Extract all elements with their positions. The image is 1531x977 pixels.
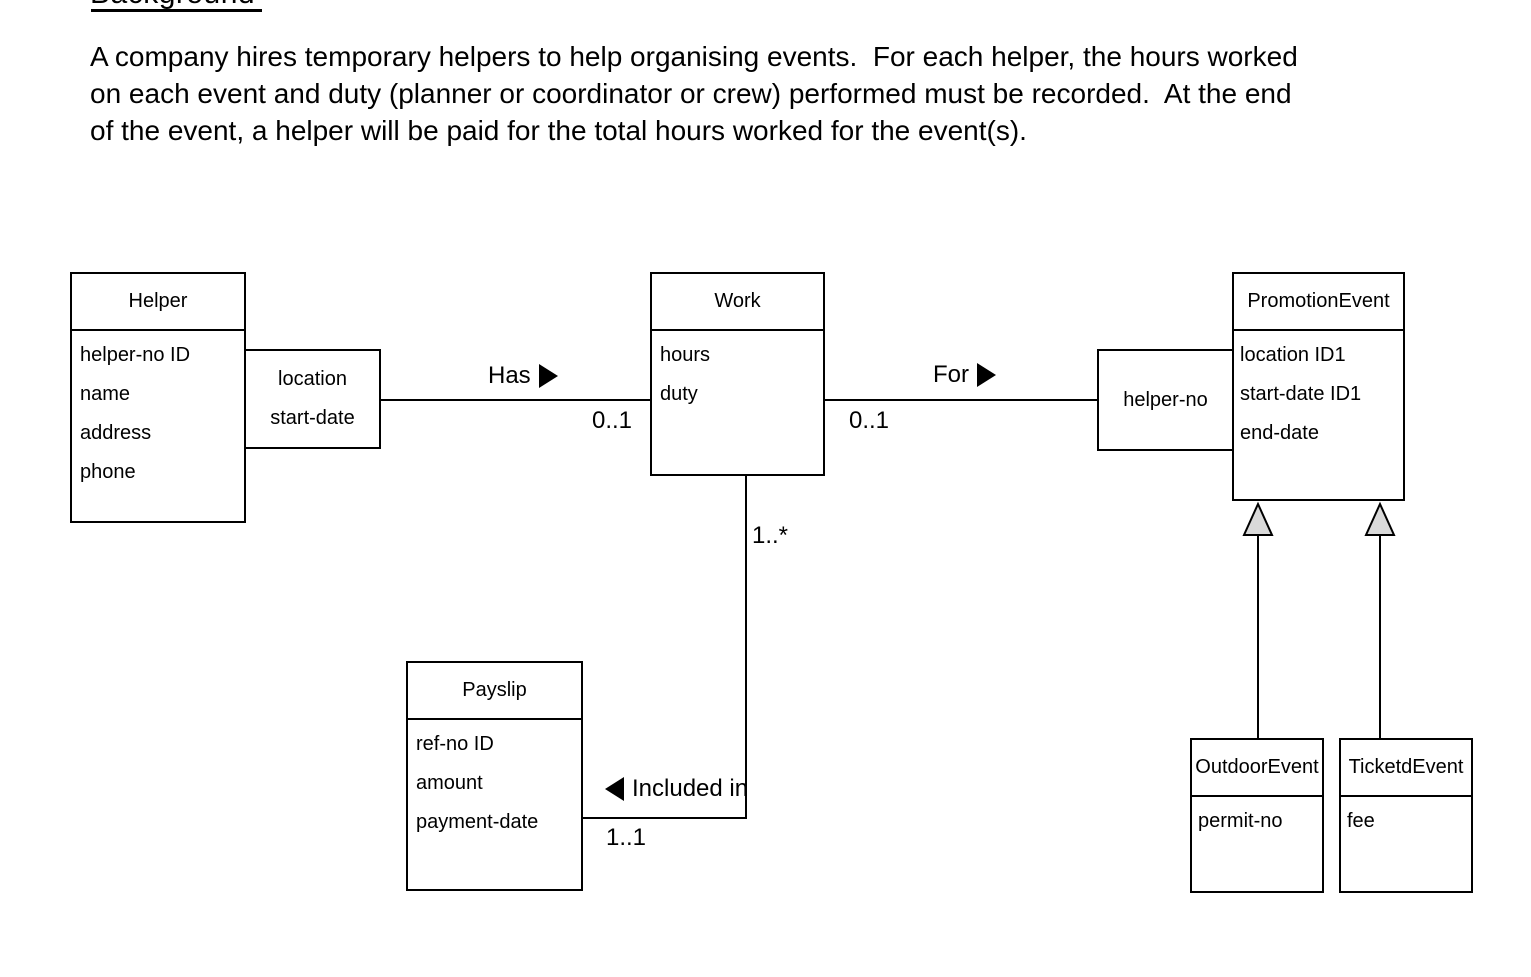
for-association-label: For xyxy=(933,362,996,388)
has-label-text: Has xyxy=(488,362,531,389)
class-promotion-event-title: PromotionEvent xyxy=(1234,274,1403,331)
class-outdoor-event-attributes: permit-no xyxy=(1192,797,1322,841)
attribute: start-date xyxy=(270,407,355,429)
has-association-label: Has xyxy=(488,363,558,389)
arrow-right-icon xyxy=(538,364,558,388)
class-work: Work hours duty xyxy=(650,272,825,476)
class-work-attributes: hours duty xyxy=(652,331,823,414)
association-class-has: location start-date xyxy=(244,349,381,449)
paragraph-line: A company hires temporary helpers to hel… xyxy=(90,41,1298,72)
attribute: payment-date xyxy=(416,811,539,833)
generalization-triangle-ticketd-icon xyxy=(1364,501,1396,536)
included-in-multiplicity-work: 1..* xyxy=(752,522,789,549)
attribute: hours xyxy=(660,344,711,366)
has-multiplicity-work: 0..1 xyxy=(592,407,633,434)
attribute: fee xyxy=(1347,810,1375,832)
attribute: start-date ID1 xyxy=(1240,383,1362,405)
page-title: Background xyxy=(90,0,255,11)
included-in-multiplicity-payslip: 1..1 xyxy=(606,824,647,851)
class-ticketd-event-attributes: fee xyxy=(1341,797,1471,841)
attribute: helper-no ID xyxy=(80,344,191,366)
class-promotion-event: PromotionEvent location ID1 start-date I… xyxy=(1232,272,1405,501)
class-helper: Helper helper-no ID name address phone xyxy=(70,272,246,523)
paragraph-line: of the event, a helper will be paid for … xyxy=(90,115,1027,146)
arrow-right-icon xyxy=(977,363,996,387)
class-payslip: Payslip ref-no ID amount payment-date xyxy=(406,661,583,891)
generalization-triangle-outdoor-icon xyxy=(1242,501,1274,536)
for-label-text: For xyxy=(933,361,969,388)
attribute: address xyxy=(80,422,152,444)
class-helper-attributes: helper-no ID name address phone xyxy=(72,331,244,492)
class-outdoor-event: OutdoorEvent permit-no xyxy=(1190,738,1324,893)
class-ticketd-event-title: TicketdEvent xyxy=(1341,740,1471,797)
included-in-label-text: Included in xyxy=(632,775,749,802)
attribute: amount xyxy=(416,772,483,794)
attribute: helper-no xyxy=(1123,388,1208,411)
class-promotion-event-attributes: location ID1 start-date ID1 end-date xyxy=(1234,331,1403,453)
paragraph-line: on each event and duty (planner or coord… xyxy=(90,78,1292,109)
class-ticketd-event: TicketdEvent fee xyxy=(1339,738,1473,893)
heading-underline xyxy=(91,9,262,12)
arrow-left-icon xyxy=(605,777,624,801)
attribute: duty xyxy=(660,383,698,405)
included-in-association-label: Included in xyxy=(605,776,748,802)
attribute: permit-no xyxy=(1198,810,1283,832)
attribute: ref-no ID xyxy=(416,733,494,755)
association-class-for: helper-no xyxy=(1097,349,1234,451)
for-multiplicity-work: 0..1 xyxy=(849,407,890,434)
class-outdoor-event-title: OutdoorEvent xyxy=(1192,740,1322,797)
attribute: end-date xyxy=(1240,422,1319,444)
class-helper-title: Helper xyxy=(72,274,244,331)
class-payslip-attributes: ref-no ID amount payment-date xyxy=(408,720,581,842)
class-work-title: Work xyxy=(652,274,823,331)
background-paragraph: A company hires temporary helpers to hel… xyxy=(90,38,1298,149)
class-payslip-title: Payslip xyxy=(408,663,581,720)
attribute: location ID1 xyxy=(1240,344,1346,366)
attribute: location xyxy=(278,368,347,390)
attribute: phone xyxy=(80,461,136,483)
attribute: name xyxy=(80,383,131,405)
